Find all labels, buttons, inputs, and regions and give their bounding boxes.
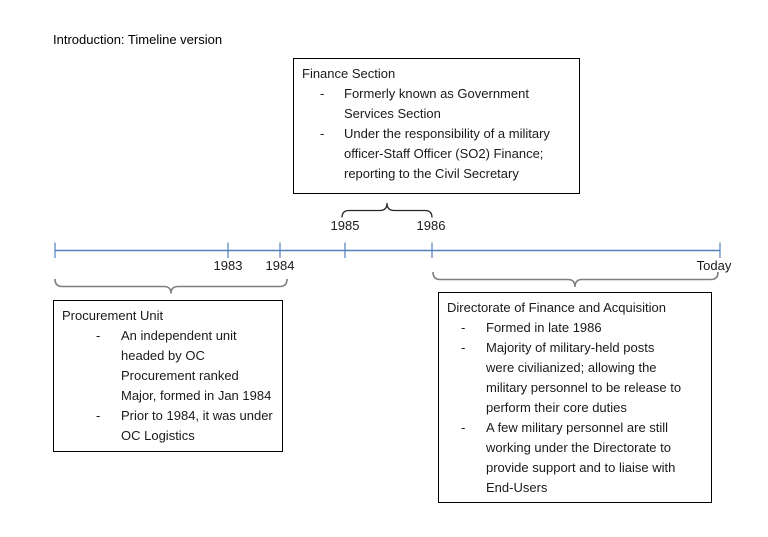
year-label-1984: 1984 bbox=[265, 258, 295, 273]
bullet-line: perform their core duties bbox=[486, 400, 627, 415]
bullet-line: officer-Staff Officer (SO2) Finance; bbox=[344, 146, 544, 161]
bullet-line: Formed in late 1986 bbox=[486, 320, 602, 335]
bullet-line: Services Section bbox=[344, 106, 441, 121]
bullet-dash: - bbox=[461, 420, 466, 435]
directorate-bullet-1: - Formed in late 1986 bbox=[439, 318, 711, 338]
bullet-line: Procurement ranked bbox=[121, 368, 239, 383]
bullet-line: reporting to the Civil Secretary bbox=[344, 166, 519, 181]
brace-directorate bbox=[432, 271, 719, 288]
finance-section-box: Finance Section - Formerly known as Gove… bbox=[293, 58, 580, 194]
directorate-box: Directorate of Finance and Acquisition -… bbox=[438, 292, 712, 503]
procurement-unit-box: Procurement Unit - An independent unit h… bbox=[53, 300, 283, 452]
bullet-dash: - bbox=[96, 328, 101, 343]
bullet-dash: - bbox=[461, 320, 466, 335]
procurement-bullet-1: - An independent unit headed by OC Procu… bbox=[54, 326, 282, 406]
year-label-1986: 1986 bbox=[416, 218, 446, 233]
bullet-line: A few military personnel are still bbox=[486, 420, 669, 435]
bullet-line: Majority of military-held posts bbox=[486, 340, 655, 355]
brace-procurement bbox=[54, 278, 288, 294]
finance-bullet-1: - Formerly known as Government Services … bbox=[294, 84, 579, 124]
bullet-dash: - bbox=[320, 86, 325, 101]
procurement-bullet-2: - Prior to 1984, it was under OC Logisti… bbox=[54, 406, 282, 446]
bullet-dash: - bbox=[320, 126, 325, 141]
bullet-line: End-Users bbox=[486, 480, 548, 495]
bullet-line: military personnel to be release to bbox=[486, 380, 682, 395]
bullet-line: OC Logistics bbox=[121, 428, 195, 443]
year-label-1983: 1983 bbox=[213, 258, 243, 273]
finance-box-title: Finance Section bbox=[302, 66, 396, 81]
bullet-line: Under the responsibility of a military bbox=[344, 126, 550, 141]
bullet-line: Prior to 1984, it was under bbox=[121, 408, 273, 423]
bullet-line: An independent unit bbox=[121, 328, 237, 343]
page-title: Introduction: Timeline version bbox=[53, 32, 223, 47]
year-label-today: Today bbox=[696, 258, 732, 273]
bullet-line: provide support and to liaise with bbox=[486, 460, 676, 475]
brace-finance bbox=[341, 202, 433, 218]
directorate-box-title: Directorate of Finance and Acquisition bbox=[447, 300, 666, 315]
directorate-bullet-3: - A few military personnel are still wor… bbox=[439, 418, 711, 498]
bullet-line: working under the Directorate to bbox=[486, 440, 671, 455]
procurement-box-title: Procurement Unit bbox=[62, 308, 164, 323]
finance-bullet-2: - Under the responsibility of a military… bbox=[294, 124, 579, 184]
year-label-1985: 1985 bbox=[330, 218, 360, 233]
bullet-dash: - bbox=[461, 340, 466, 355]
bullet-dash: - bbox=[96, 408, 101, 423]
directorate-bullet-2: - Majority of military-held posts were c… bbox=[439, 338, 711, 418]
bullet-line: headed by OC bbox=[121, 348, 205, 363]
bullet-line: Major, formed in Jan 1984 bbox=[121, 388, 272, 403]
bullet-line: Formerly known as Government bbox=[344, 86, 529, 101]
bullet-line: were civilianized; allowing the bbox=[486, 360, 657, 375]
